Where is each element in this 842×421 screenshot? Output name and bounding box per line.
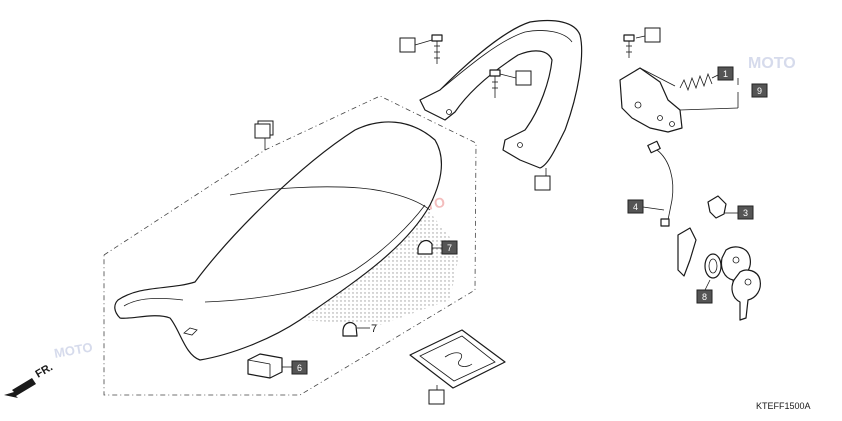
- callout-cylinder-8: 8: [696, 289, 713, 304]
- seat-lock-cable-part: [647, 140, 674, 227]
- callout-cushion-7b: 7: [371, 323, 377, 335]
- keys-part: [720, 246, 761, 321]
- callout-grab-rail-bolt-right: [515, 70, 532, 86]
- cushion-7b-part: [342, 321, 358, 337]
- seat-lock-bracket-part: [619, 67, 683, 133]
- svg-text:7: 7: [371, 323, 377, 335]
- grab-rail-bolt-right-part: [489, 69, 501, 98]
- callout-bracket-1: 1: [717, 66, 734, 81]
- cushion-7a-part: [417, 239, 433, 255]
- callout-grab-rail-bolt-left: [399, 37, 416, 53]
- front-arrow: FR.: [4, 361, 55, 398]
- svg-text:3: 3: [743, 208, 748, 218]
- callout-seat: [254, 120, 274, 139]
- callout-lock-bolt: [644, 27, 661, 43]
- lock-spring-part: [679, 72, 713, 92]
- seat-part: [114, 121, 442, 361]
- grab-rail-bolt-left-part: [431, 34, 443, 64]
- svg-text:MOTO: MOTO: [53, 339, 94, 361]
- cable-clip-part: [707, 195, 727, 219]
- leader-lines: [264, 35, 739, 390]
- svg-text:4: 4: [633, 202, 638, 212]
- svg-text:8: 8: [702, 292, 707, 302]
- callout-manual: [428, 389, 445, 405]
- callout-grab-rail: [534, 175, 551, 191]
- svg-text:6: 6: [297, 363, 302, 373]
- callout-cushion-7a: 7: [441, 240, 458, 255]
- lock-bolt-part: [623, 34, 635, 58]
- callout-clip-3: 3: [737, 205, 754, 220]
- svg-text:7: 7: [447, 243, 452, 253]
- svg-text:FR.: FR.: [34, 361, 55, 380]
- key-cylinder-part: [677, 227, 722, 279]
- diagram-code: KTEFF1500A: [756, 401, 811, 411]
- svg-text:9: 9: [757, 86, 762, 96]
- seat-assembly-outline: [103, 95, 477, 396]
- svg-text:1: 1: [723, 69, 728, 79]
- svg-text:MOTO: MOTO: [748, 55, 796, 72]
- grab-rail-part: [419, 19, 583, 169]
- callout-holder-6: 6: [291, 360, 308, 375]
- callout-spring-9: 9: [751, 83, 768, 98]
- holder-6-part: [247, 353, 283, 379]
- owners-manual-part: [409, 329, 506, 389]
- callout-cable-4: 4: [627, 199, 644, 214]
